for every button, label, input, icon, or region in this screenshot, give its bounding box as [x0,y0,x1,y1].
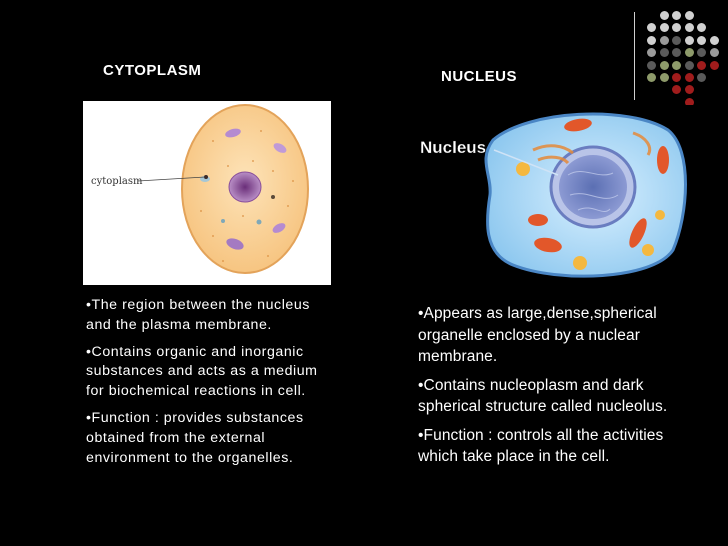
nucleus-bullet: •Function : controls all the activities … [418,426,664,466]
decorative-dot [710,48,719,58]
decorative-dot [647,35,656,45]
nucleus-bullet: •Contains nucleoplasm and dark spherical… [418,376,668,416]
decorative-dot [684,48,694,58]
decorative-divider [634,12,635,100]
decorative-dot [659,60,669,70]
decorative-dot [672,35,682,45]
decorative-dot-grid [647,11,727,111]
cytoplasm-bullet: •Function : provides substances obtained… [86,409,304,466]
cytoplasm-illustration: cytoplasm [83,101,331,285]
nucleus-bullet-list: •Appears as large,dense,spherical organe… [418,303,703,475]
nucleus-illustration: Nucleus [398,105,693,283]
decorative-dot [647,23,656,33]
cytoplasm-bullet-list: •The region between the nucleus and the … [86,296,334,475]
decorative-dot [659,48,669,58]
decorative-dot [697,48,707,58]
decorative-dot [697,73,707,82]
cytoplasm-bullet: •Contains organic and inorganic substanc… [86,343,318,400]
decorative-dot [697,23,707,33]
nucleus-heading: NUCLEUS [441,68,518,85]
decorative-dot [684,73,694,82]
decorative-dot [710,35,719,45]
decorative-dot [672,11,682,20]
cytoplasm-label: cytoplasm [91,176,143,187]
cytoplasm-heading: CYTOPLASM [103,62,202,79]
decorative-dot [697,60,707,70]
decorative-dot [659,23,669,33]
nucleus-bullet: •Appears as large,dense,spherical organe… [418,305,657,365]
decorative-dot [684,85,694,95]
decorative-dot [672,73,682,82]
decorative-dot [672,85,682,95]
decorative-dot [659,73,669,82]
decorative-dot [647,73,656,82]
decorative-dot [672,48,682,58]
decorative-dot [672,23,682,33]
animal-cell-drawing: Nucleus [420,112,687,278]
decorative-dot [672,60,682,70]
cytoplasm-bullet: •The region between the nucleus and the … [86,297,310,333]
cell-drawing: cytoplasm [91,104,309,274]
decorative-dot [697,35,707,45]
decorative-dot [647,48,656,58]
decorative-dot [710,60,719,70]
decorative-dot [684,23,694,33]
decorative-dot [647,60,656,70]
decorative-dot [684,60,694,70]
decorative-dot [684,35,694,45]
nucleus-label: Nucleus [420,138,486,157]
decorative-dot [659,35,669,45]
decorative-dot [659,11,669,20]
decorative-dot [684,97,694,107]
decorative-dot [684,11,694,20]
